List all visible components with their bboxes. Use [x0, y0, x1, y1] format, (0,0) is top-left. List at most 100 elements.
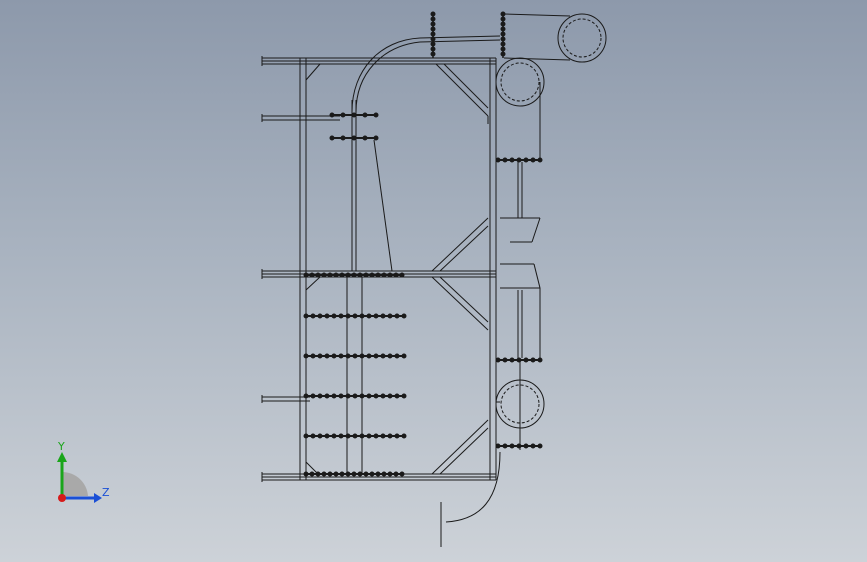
bolt — [537, 157, 543, 163]
bolt — [331, 393, 337, 399]
bolt — [303, 433, 309, 439]
bolt — [394, 393, 400, 399]
bolt — [333, 272, 339, 278]
bolt — [366, 353, 372, 359]
bolt — [339, 272, 345, 278]
bolt — [430, 46, 436, 52]
bolt — [363, 272, 369, 278]
bolt — [310, 313, 316, 319]
bolt — [351, 112, 357, 118]
bolt — [345, 433, 351, 439]
bolt — [329, 135, 335, 141]
bolt — [315, 471, 321, 477]
bolt — [500, 36, 506, 42]
right-pipe — [496, 82, 541, 450]
bolt — [351, 135, 357, 141]
bolt — [369, 272, 375, 278]
triad-graphic — [57, 452, 102, 503]
bolt — [401, 433, 407, 439]
bolt — [399, 471, 405, 477]
frame-beams — [261, 56, 496, 482]
bolt — [331, 433, 337, 439]
bolt — [509, 443, 515, 449]
bolt — [339, 471, 345, 477]
bolt — [387, 353, 393, 359]
bolt — [430, 21, 436, 27]
coordinate-triad: Y Z — [40, 438, 130, 518]
bolt — [309, 272, 315, 278]
bolt — [321, 471, 327, 477]
bolt — [327, 272, 333, 278]
bolt — [393, 471, 399, 477]
bolt — [530, 157, 536, 163]
bolt — [324, 313, 330, 319]
bolt — [351, 471, 357, 477]
bolt — [359, 433, 365, 439]
bolt — [430, 31, 436, 37]
bolt — [331, 353, 337, 359]
bolt — [333, 471, 339, 477]
bolt — [380, 393, 386, 399]
bolt — [509, 157, 515, 163]
bolt — [338, 353, 344, 359]
bolt — [430, 36, 436, 42]
bolt — [387, 471, 393, 477]
bolt — [537, 443, 543, 449]
bolt — [324, 433, 330, 439]
bolt — [352, 353, 358, 359]
bolt — [516, 443, 522, 449]
bolt — [366, 313, 372, 319]
bolt — [500, 21, 506, 27]
bolt — [363, 471, 369, 477]
bolt — [387, 313, 393, 319]
bolt — [380, 433, 386, 439]
bolt — [375, 471, 381, 477]
bolt — [340, 135, 346, 141]
pipe-bends — [351, 35, 501, 547]
bolt — [495, 357, 501, 363]
bolt — [500, 11, 506, 17]
bolt — [401, 393, 407, 399]
bolt — [321, 272, 327, 278]
bolt — [373, 433, 379, 439]
bolt — [366, 433, 372, 439]
bolt — [317, 393, 323, 399]
bolt — [394, 353, 400, 359]
bolt — [303, 393, 309, 399]
bolt — [310, 393, 316, 399]
bolt — [375, 272, 381, 278]
bolt — [366, 393, 372, 399]
bolt — [352, 433, 358, 439]
bolt — [401, 353, 407, 359]
bolt — [303, 471, 309, 477]
bolt — [502, 157, 508, 163]
diagonal-braces — [305, 63, 489, 475]
bolt — [359, 393, 365, 399]
bolt — [516, 357, 522, 363]
bolt — [338, 433, 344, 439]
bolt — [373, 393, 379, 399]
bolt — [502, 443, 508, 449]
bolt — [345, 272, 351, 278]
bolt-rows — [303, 11, 543, 477]
bolt — [430, 11, 436, 17]
bolt — [315, 272, 321, 278]
frame-columns — [299, 58, 497, 480]
bolt — [430, 26, 436, 32]
bolt — [303, 313, 309, 319]
bolt — [495, 157, 501, 163]
bolt — [516, 157, 522, 163]
bolt — [393, 272, 399, 278]
bolt — [310, 353, 316, 359]
bolt — [500, 41, 506, 47]
bolt — [387, 393, 393, 399]
bolt — [500, 26, 506, 32]
bolt — [394, 313, 400, 319]
bolt — [345, 393, 351, 399]
bolt — [373, 112, 379, 118]
bolt — [303, 272, 309, 278]
leader-line — [373, 139, 393, 272]
bolt — [523, 443, 529, 449]
